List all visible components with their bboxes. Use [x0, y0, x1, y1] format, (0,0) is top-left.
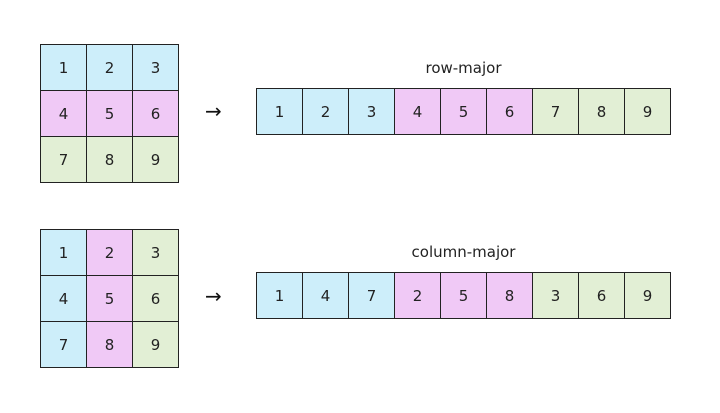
column-major-grid-cell: 6 — [132, 275, 179, 322]
column-major-sequence-cell: 3 — [532, 272, 579, 319]
row-major-sequence-cell: 1 — [256, 88, 303, 135]
row-major-sequence-cell: 8 — [578, 88, 625, 135]
row-major-grid-cell: 3 — [132, 44, 179, 91]
row-major-grid-cell: 4 — [40, 90, 87, 137]
column-major-sequence-cell: 2 — [394, 272, 441, 319]
column-major-grid-cell: 2 — [86, 229, 133, 276]
column-major-grid-cell: 4 — [40, 275, 87, 322]
column-major-grid-cell: 7 — [40, 321, 87, 368]
column-major-arrow-icon: → — [205, 284, 222, 308]
column-major-sequence-cell: 4 — [302, 272, 349, 319]
row-major-grid-cell: 9 — [132, 136, 179, 183]
row-major-title: row-major — [425, 59, 502, 77]
row-major-sequence-cell: 4 — [394, 88, 441, 135]
row-major-sequence-cell: 2 — [302, 88, 349, 135]
column-major-grid-cell: 5 — [86, 275, 133, 322]
column-major-grid-cell: 1 — [40, 229, 87, 276]
column-major-sequence-cell: 8 — [486, 272, 533, 319]
row-major-sequence-cell: 7 — [532, 88, 579, 135]
column-major-sequence-cell: 1 — [256, 272, 303, 319]
column-major-title: column-major — [411, 243, 516, 261]
row-major-grid-cell: 8 — [86, 136, 133, 183]
column-major-sequence-cell: 6 — [578, 272, 625, 319]
column-major-grid-cell: 3 — [132, 229, 179, 276]
column-major-sequence-cell: 5 — [440, 272, 487, 319]
row-major-grid-cell: 7 — [40, 136, 87, 183]
row-major-arrow-icon: → — [205, 99, 222, 123]
row-major-sequence-cell: 9 — [624, 88, 671, 135]
column-major-grid-cell: 9 — [132, 321, 179, 368]
row-major-grid-cell: 1 — [40, 44, 87, 91]
row-major-grid-cell: 2 — [86, 44, 133, 91]
column-major-grid-cell: 8 — [86, 321, 133, 368]
column-major-sequence-cell: 7 — [348, 272, 395, 319]
row-major-sequence-cell: 3 — [348, 88, 395, 135]
row-major-sequence-cell: 6 — [486, 88, 533, 135]
row-major-grid-cell: 6 — [132, 90, 179, 137]
row-major-grid-cell: 5 — [86, 90, 133, 137]
row-major-sequence-cell: 5 — [440, 88, 487, 135]
column-major-sequence-cell: 9 — [624, 272, 671, 319]
